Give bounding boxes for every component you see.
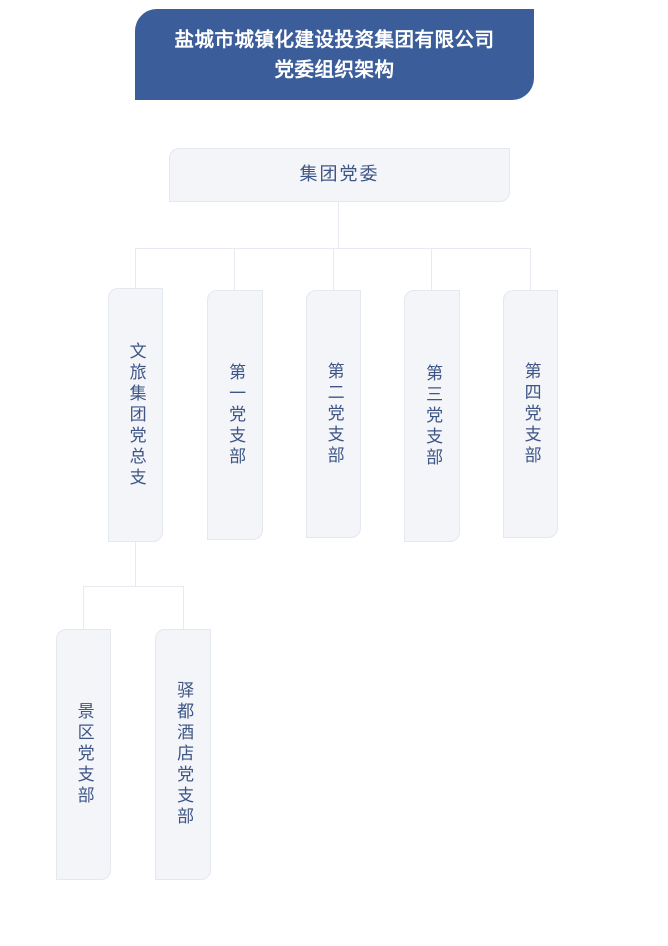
node-third-party-branch[interactable]: 第三党支部 [404, 290, 460, 542]
connector-drop-branch-3 [333, 248, 334, 290]
node-label-culture-tourism-group-party-general-branch: 文旅集团党总支 [126, 341, 146, 489]
node-label-first-party-branch: 第一党支部 [226, 362, 246, 468]
node-yidu-hotel-party-branch[interactable]: 驿都酒店党支部 [155, 629, 211, 880]
connector-root-stem [338, 202, 339, 248]
chart-title-text: 盐城市城镇化建设投资集团有限公司 党委组织架构 [174, 28, 495, 81]
chart-title-banner: 盐城市城镇化建设投资集团有限公司 党委组织架构 [135, 9, 534, 100]
connector-level2-bus [135, 248, 530, 249]
connector-drop-child-1 [83, 586, 84, 629]
connector-drop-branch-4 [431, 248, 432, 290]
node-fourth-party-branch[interactable]: 第四党支部 [503, 290, 558, 538]
node-label-yidu-hotel-party-branch: 驿都酒店党支部 [174, 681, 194, 828]
node-label-second-party-branch: 第二党支部 [324, 361, 344, 467]
connector-drop-branch-1 [135, 248, 136, 288]
connector-drop-branch-5 [530, 248, 531, 290]
node-second-party-branch[interactable]: 第二党支部 [306, 290, 361, 538]
node-label-scenic-area-party-branch: 景区党支部 [74, 702, 94, 807]
node-label-group-party-committee: 集团党委 [299, 164, 380, 185]
connector-drop-branch-2 [234, 248, 235, 290]
node-first-party-branch[interactable]: 第一党支部 [207, 290, 263, 540]
node-label-third-party-branch: 第三党支部 [423, 363, 443, 469]
node-scenic-area-party-branch[interactable]: 景区党支部 [56, 629, 111, 880]
connector-drop-child-2 [183, 586, 184, 629]
connector-level3-bus [83, 586, 183, 587]
node-label-fourth-party-branch: 第四党支部 [521, 361, 541, 467]
node-group-party-committee[interactable]: 集团党委 [169, 148, 510, 202]
node-culture-tourism-group-party-general-branch[interactable]: 文旅集团党总支 [108, 288, 163, 542]
connector-branch-1-stem [135, 542, 136, 586]
